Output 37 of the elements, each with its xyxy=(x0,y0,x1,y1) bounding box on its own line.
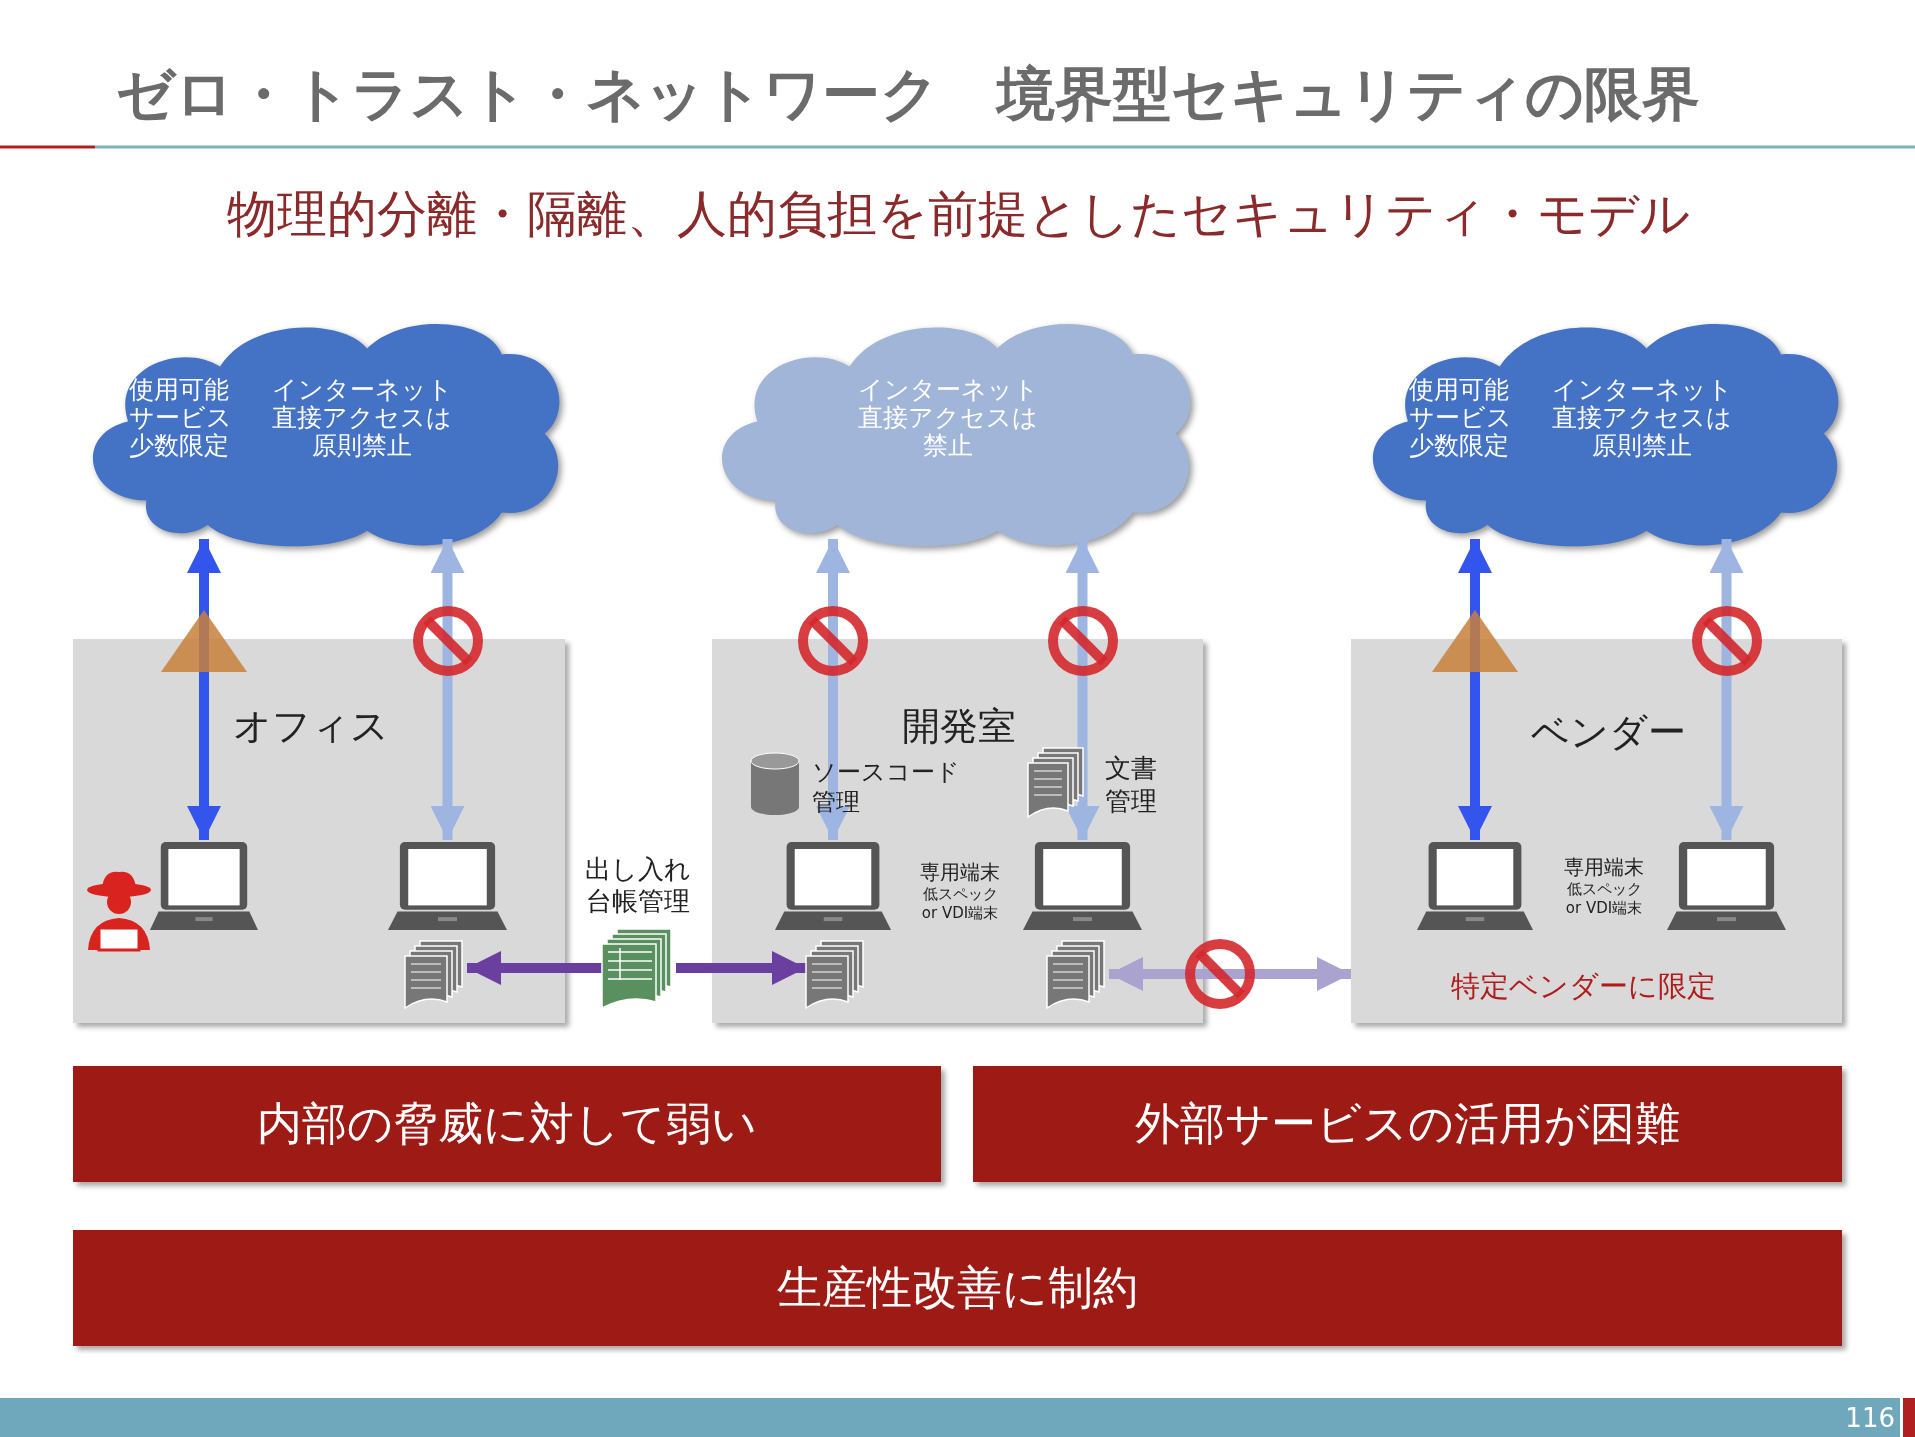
banner-text: 内部の脅威に対して弱い xyxy=(257,1096,757,1152)
panel-title: ベンダー xyxy=(1531,709,1686,756)
page-number: 116 xyxy=(1844,1402,1895,1435)
arrow xyxy=(467,951,602,985)
arrow xyxy=(430,539,465,840)
banner-text: 外部サービスの活用が困難 xyxy=(1135,1096,1680,1152)
note-text: 特定ベンダーに限定 xyxy=(1451,968,1716,1005)
banner xyxy=(73,1230,1842,1346)
spreadsheet-icon xyxy=(602,928,674,1008)
panel-title: 開発室 xyxy=(902,703,1016,750)
arrow xyxy=(1109,957,1351,991)
banner xyxy=(973,1066,1842,1182)
arrow xyxy=(1065,539,1100,840)
subtitle: 物理的分離・隔離、人的負担を前提としたセキュリティ・モデル xyxy=(225,184,1691,245)
document-stack-icon xyxy=(1047,940,1107,1008)
document-stack-icon xyxy=(405,940,465,1008)
document-stack-icon xyxy=(806,940,866,1008)
arrow xyxy=(1709,539,1744,840)
room-panel xyxy=(73,639,565,1023)
icon-caption: ソースコード管理 xyxy=(812,757,960,817)
cloud-label: 使用可能サービス少数限定 xyxy=(129,376,233,460)
device-note: 専用端末低スペックor VDI端末 xyxy=(919,860,1001,923)
panel-title: オフィス xyxy=(233,703,389,750)
icon-caption: 文書管理 xyxy=(1105,752,1158,817)
arrow xyxy=(676,951,806,985)
cloud-label: インターネット直接アクセスは原則禁止 xyxy=(1550,376,1734,460)
cloud-label: 使用可能サービス少数限定 xyxy=(1409,376,1513,460)
room-panel xyxy=(1351,639,1842,1023)
icon-caption: 出し入れ台帳管理 xyxy=(585,853,691,917)
cloud-label: インターネット直接アクセスは禁止 xyxy=(856,376,1040,460)
banner xyxy=(73,1066,941,1182)
cloud-label: インターネット直接アクセスは原則禁止 xyxy=(270,376,454,460)
banner-text: 生産性改善に制約 xyxy=(777,1260,1138,1316)
room-panel xyxy=(712,639,1203,1023)
title: ゼロ・トラスト・ネットワーク 境界型セキュリティの限界 xyxy=(116,59,1700,130)
arrow xyxy=(816,539,850,840)
device-note: 専用端末低スペックor VDI端末 xyxy=(1563,855,1645,918)
